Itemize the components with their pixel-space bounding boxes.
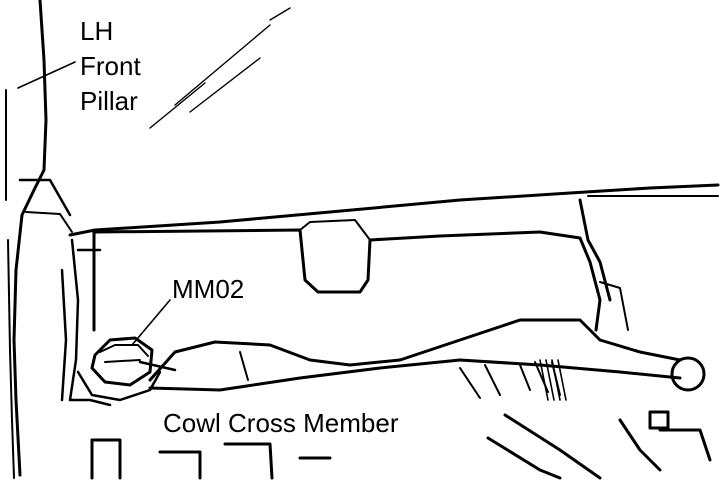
connector-mm02 bbox=[76, 336, 177, 402]
end-knob bbox=[670, 356, 706, 392]
cross-member-label: Cowl Cross Member bbox=[163, 408, 399, 438]
pillar-label-line-3: Pillar bbox=[80, 86, 138, 116]
connector-label: MM02 bbox=[172, 274, 244, 304]
pillar-label-line-2: Front bbox=[80, 51, 141, 81]
kick-panel bbox=[60, 238, 112, 407]
clamp-collar bbox=[539, 359, 567, 401]
cowl-cross-member bbox=[148, 318, 682, 399]
labels: LH Front Pillar MM02 Cowl Cross Member bbox=[80, 16, 399, 438]
line-art bbox=[5, 0, 720, 480]
lower-brackets bbox=[90, 410, 712, 480]
pillar-leader bbox=[17, 61, 76, 89]
dashboard-top bbox=[68, 183, 720, 332]
front-pillar bbox=[5, 0, 73, 479]
pillar-label-line-1: LH bbox=[80, 16, 113, 46]
mm02-leader bbox=[131, 299, 171, 346]
dash-panel bbox=[93, 219, 629, 332]
windshield-lines bbox=[149, 7, 291, 129]
